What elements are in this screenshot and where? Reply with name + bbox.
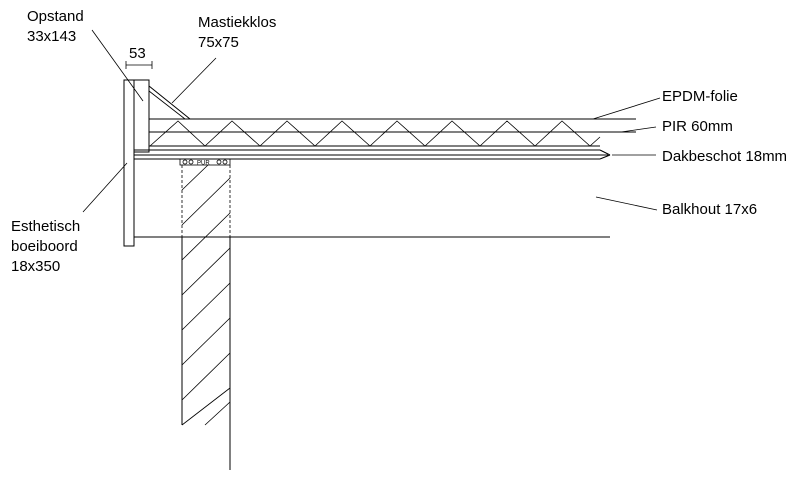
pir-insulation [149,120,636,147]
leader-pir [620,126,657,133]
label-boeiboord: Esthetisch boeiboord 18x350 [11,218,84,275]
label-pir: PIR 60mm [662,118,733,135]
leader-mastiekklos [171,57,217,104]
foam-strip: PUR [179,158,231,167]
roof-deck [134,149,611,160]
label-dakbeschot: Dakbeschot 18mm [662,148,787,165]
leader-opstand [91,29,144,102]
leader-epdm [592,97,661,120]
leader-boeiboord [82,162,128,213]
fillet-block [148,85,191,120]
leader-balkhout [595,196,658,211]
label-epdm: EPDM-folie [662,88,738,105]
svg-text:PUR: PUR [197,161,210,167]
label-mastiekklos: Mastiekklos 75x75 [198,14,281,51]
svg-text:53: 53 [129,45,146,62]
label-opstand: Opstand 33x143 [27,8,88,45]
fascia-board [123,79,135,247]
label-balkhout: Balkhout 17x6 [662,201,757,218]
dimension-53: 53 [125,45,153,69]
upstand [133,79,150,153]
masonry-wall [181,164,231,470]
